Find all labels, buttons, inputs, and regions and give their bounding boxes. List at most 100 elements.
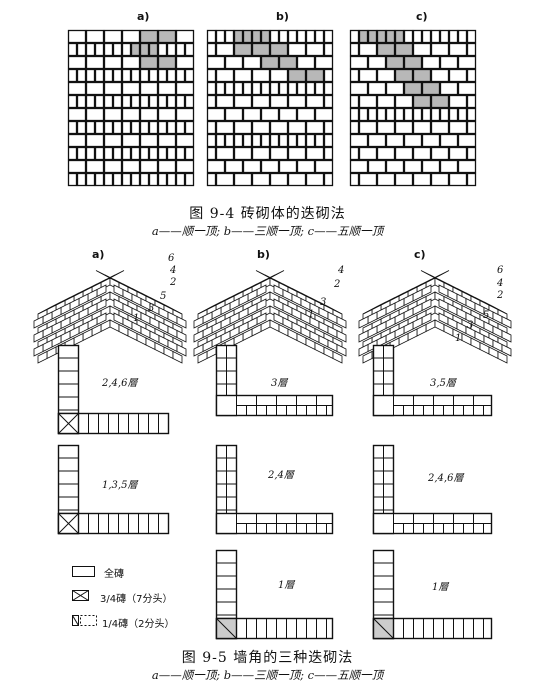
brick (287, 29, 298, 44)
brick (103, 94, 114, 109)
brick (148, 42, 159, 57)
brick (233, 172, 253, 187)
brick (94, 146, 105, 161)
brick-wall-elevation-b (206, 29, 334, 187)
fig94-subcaption: a——顺一顶; b——三顺一顶; c——五顺一顶 (151, 224, 384, 238)
brick (242, 133, 253, 148)
brick (430, 68, 450, 83)
brick (175, 159, 195, 174)
brick (157, 94, 168, 109)
brick (287, 133, 298, 148)
iso-top-brick (158, 301, 183, 315)
brick (394, 94, 414, 109)
brick (103, 120, 114, 135)
iso-b-num-2: 2 (334, 279, 341, 290)
iso-c-num-6: 6 (497, 265, 504, 276)
brick (112, 172, 123, 187)
brick (367, 107, 378, 122)
iso-brick-left (362, 350, 373, 364)
brick (103, 42, 114, 57)
brick (269, 29, 280, 44)
brick (85, 146, 96, 161)
brick (112, 120, 123, 135)
brick (260, 55, 280, 70)
brick (224, 159, 244, 174)
brick (76, 120, 87, 135)
brick (278, 81, 289, 96)
brick (67, 42, 78, 57)
brick (215, 29, 226, 44)
brick (367, 29, 378, 44)
corner-plan-c-bot (372, 549, 493, 640)
brick (358, 107, 369, 122)
brick (349, 81, 369, 96)
iso-brick-right (501, 329, 512, 343)
brick (323, 120, 334, 135)
brick (215, 68, 235, 83)
brick (121, 120, 132, 135)
brick (421, 55, 441, 70)
brick (139, 94, 150, 109)
brick (94, 94, 105, 109)
brick (439, 29, 450, 44)
brick (67, 55, 87, 70)
legend-quarter-swatch (72, 615, 97, 626)
brick (323, 172, 334, 187)
plan-cross (58, 413, 79, 434)
brick (296, 81, 307, 96)
brick (233, 133, 244, 148)
brick (269, 94, 289, 109)
brick (296, 55, 316, 70)
brick (376, 146, 396, 161)
brick (139, 159, 159, 174)
brick (385, 55, 405, 70)
brick (184, 120, 195, 135)
brick (305, 120, 325, 135)
brick (166, 94, 177, 109)
brick (314, 81, 325, 96)
plan-c-top-label: 3,5層 (430, 378, 456, 389)
brick (367, 133, 387, 148)
iso-brick-left (197, 350, 208, 364)
brick (349, 107, 360, 122)
brick (121, 29, 141, 44)
fig95-subcaption: a——顺一顶; b——三顺一顶; c——五顺一顶 (151, 668, 384, 682)
brick (349, 172, 360, 187)
brick (314, 133, 325, 148)
brick (157, 159, 177, 174)
brick (403, 29, 414, 44)
brick (139, 55, 159, 70)
brick (349, 133, 369, 148)
iso-brick-left (33, 343, 44, 357)
iso-brick-right (172, 350, 183, 364)
brick (278, 159, 298, 174)
brick (251, 133, 262, 148)
brick (184, 146, 195, 161)
brick (412, 120, 432, 135)
brick (314, 107, 334, 122)
iso-brick-right (176, 329, 187, 343)
brick (260, 107, 280, 122)
fig94-label-b: b) (276, 10, 289, 23)
brick (358, 172, 378, 187)
brick (260, 29, 271, 44)
brick (305, 146, 325, 161)
fig94-caption: 图 9-4 砖砌体的迭砌法 (189, 206, 346, 222)
brick (215, 94, 235, 109)
brick (403, 159, 423, 174)
brick (412, 146, 432, 161)
brick (251, 172, 271, 187)
brick (206, 120, 217, 135)
brick (358, 146, 378, 161)
brick (287, 120, 307, 135)
brick (287, 42, 307, 57)
brick (287, 68, 307, 83)
brick (358, 94, 378, 109)
brick (184, 68, 195, 83)
iso-brick-left (193, 343, 204, 357)
brick (323, 42, 334, 57)
brick (215, 146, 235, 161)
brick (367, 81, 387, 96)
brick (85, 172, 96, 187)
brick (305, 133, 316, 148)
